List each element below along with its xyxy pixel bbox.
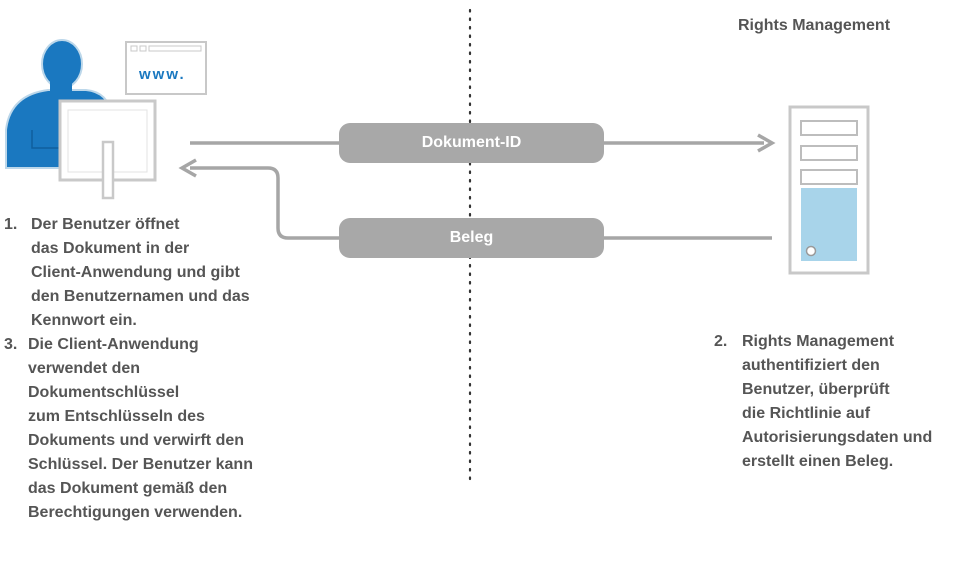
browser-window-icon: www.: [125, 41, 207, 95]
step-number: 2.: [714, 333, 728, 350]
step-line: das Dokument gemäß den: [28, 480, 228, 497]
step-line: Autorisierungsdaten und: [742, 429, 933, 446]
step-1: 1. Der Benutzer öffnet das Dokument in d…: [4, 213, 250, 333]
step-3: 3. Die Client-Anwendung verwendet den Do…: [4, 333, 253, 525]
step-line: Dokuments und verwirft den: [28, 432, 245, 449]
step-line: zum Entschlüsseln des: [28, 408, 205, 425]
step-line: Client-Anwendung und gibt: [31, 264, 240, 281]
step-line: Berechtigungen verwenden.: [28, 504, 243, 521]
step-line: erstellt einen Beleg.: [742, 453, 894, 470]
server-icon: [788, 105, 870, 275]
request-pill: [339, 123, 604, 163]
step-line: Benutzer, überprüft: [742, 381, 890, 398]
step-line: authentifiziert den: [742, 357, 880, 374]
user-at-computer-icon: [5, 39, 157, 200]
step-line: Kennwort ein.: [31, 312, 137, 329]
request-label: Dokument-ID: [421, 134, 522, 151]
step-line: verwendet den: [28, 360, 141, 377]
step-line: die Richtlinie auf: [742, 405, 871, 422]
step-line: Der Benutzer öffnet: [31, 216, 180, 233]
response-pill: [339, 218, 604, 258]
step-number: 1.: [4, 216, 18, 233]
step-line: Schlüssel. Der Benutzer kann: [28, 456, 253, 473]
rights-management-title: Rights Management: [738, 17, 891, 34]
response-label: Beleg: [449, 229, 494, 246]
step-line: das Dokument in der: [31, 240, 190, 257]
browser-url-text: www.: [138, 66, 186, 83]
step-2: 2. Rights Management authentifiziert den…: [714, 330, 932, 474]
response-arrow: [178, 158, 772, 258]
request-arrow: [190, 123, 776, 163]
step-number: 3.: [4, 336, 18, 353]
step-line: den Benutzernamen und das: [31, 288, 250, 305]
step-line: Die Client-Anwendung: [28, 336, 199, 353]
step-line: Dokumentschlüssel: [28, 384, 180, 401]
step-line: Rights Management: [742, 333, 895, 350]
